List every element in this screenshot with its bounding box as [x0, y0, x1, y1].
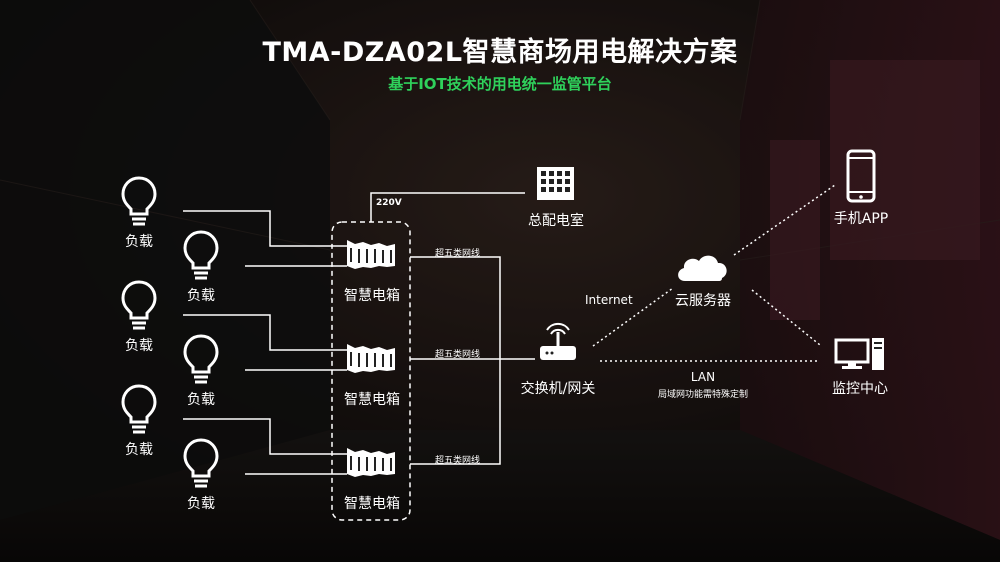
- page-title: TMA-DZA02L智慧商场用电解决方案: [262, 37, 738, 68]
- router-icon: [540, 323, 576, 360]
- breaker-icon-1: [347, 240, 395, 269]
- breaker-icon-3: [347, 448, 395, 477]
- cable-label-2: 超五类网线: [435, 350, 481, 360]
- bulb-icon-1: [121, 176, 157, 226]
- switch-gateway-label: 交换机/网关: [520, 381, 596, 397]
- breaker-icon-2: [347, 344, 395, 373]
- voltage-label: 220V: [376, 198, 402, 208]
- cable-label-3: 超五类网线: [435, 456, 481, 466]
- distribution-room-label: 总配电室: [528, 213, 584, 229]
- network-cables: [410, 256, 535, 465]
- load-label-1: 负载: [125, 234, 153, 250]
- distribution-room-icon: [537, 167, 574, 200]
- page-subtitle: 基于IOT技术的用电统一监管平台: [388, 75, 612, 93]
- smart-box-label-1: 智慧电箱: [344, 288, 400, 304]
- bulb-icon-2: [183, 230, 219, 280]
- phone-icon: [846, 149, 876, 203]
- bulb-icon-4: [183, 334, 219, 384]
- bulb-icon-5: [121, 384, 157, 434]
- internet-label: Internet: [585, 293, 633, 307]
- load-label-5: 负载: [125, 442, 153, 458]
- load-label-3: 负载: [125, 338, 153, 354]
- load-label-6: 负载: [187, 496, 215, 512]
- cable-label-1: 超五类网线: [435, 249, 481, 259]
- load-wires: [183, 210, 347, 475]
- lan-label: LAN: [690, 370, 716, 384]
- smart-box-label-2: 智慧电箱: [344, 392, 400, 408]
- monitor-center-label: 监控中心: [832, 381, 888, 397]
- cloud-server-label: 云服务器: [675, 293, 731, 309]
- bulb-icon-6: [183, 438, 219, 488]
- load-label-4: 负载: [187, 392, 215, 408]
- bulb-icon-3: [121, 280, 157, 330]
- lan-note: 局域网功能需特殊定制: [657, 390, 749, 400]
- monitor-center-icon: [834, 338, 884, 370]
- mobile-app-label: 手机APP: [833, 211, 889, 227]
- cloud-icon: [678, 255, 727, 281]
- load-label-2: 负载: [187, 288, 215, 304]
- smart-box-label-3: 智慧电箱: [344, 496, 400, 512]
- power-line-220v: [370, 192, 525, 222]
- dotted-connections: [592, 184, 836, 362]
